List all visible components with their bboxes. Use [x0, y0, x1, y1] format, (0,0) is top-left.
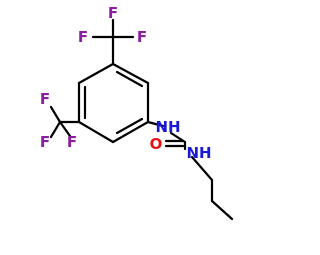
bond-ring-3 [111, 120, 150, 144]
atom-f-left-top: F [40, 90, 50, 108]
bond-propyl-2 [210, 199, 234, 221]
atom-f-left-bottom: F [67, 133, 77, 151]
structure-canvas: F F F F F F NH O NH [40, 4, 234, 221]
bond-n2-c [190, 155, 214, 182]
atom-f-top: F [108, 4, 118, 22]
bond-ring-1 [111, 62, 150, 85]
atom-nh-top: NH [155, 118, 180, 136]
molecule-structure: F F F F F F NH O NH [40, 4, 234, 221]
bond-layer [49, 18, 234, 221]
atom-f-top-right: F [137, 28, 147, 46]
bond-c-f5 [49, 120, 62, 139]
bond-ring-double-1 [115, 70, 144, 88]
bond-ring-n1 [146, 120, 165, 128]
bond-c-f6 [58, 120, 72, 138]
bond-ring-4 [77, 120, 115, 144]
atom-labels: F F F F F F NH O NH [40, 4, 212, 162]
bond-ring-double-2 [115, 117, 144, 135]
atom-o: O [150, 135, 163, 153]
atom-f-left: F [40, 133, 50, 151]
atom-nh-bottom: NH [186, 144, 211, 162]
bond-ring-6 [77, 62, 115, 85]
bond-c-f4 [49, 105, 62, 124]
atom-f-top-left: F [78, 28, 88, 46]
